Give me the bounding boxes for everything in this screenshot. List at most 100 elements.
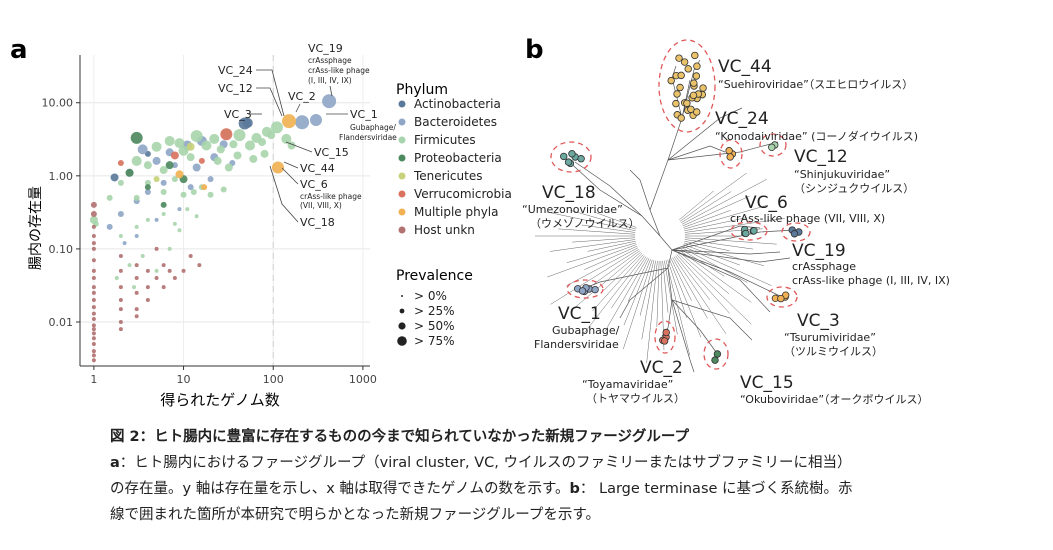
- tree-tip: [728, 150, 737, 158]
- tree-branch: [673, 256, 727, 334]
- tree-branch: [547, 244, 637, 278]
- data-point: [90, 211, 97, 218]
- tree-tip: [687, 105, 695, 113]
- tree-tip: [673, 90, 681, 98]
- legend-size-swatch: [398, 322, 406, 330]
- legend-swatch: [398, 190, 406, 198]
- data-point: [167, 268, 172, 273]
- legend-item-label: Actinobacteria: [414, 97, 501, 111]
- tree-tip: [677, 71, 685, 80]
- data-point: [209, 133, 220, 144]
- data-point: [197, 263, 202, 268]
- tree-tip: [571, 153, 579, 161]
- chart-points: [89, 94, 337, 363]
- caption-title: 図 2：ヒト腸内に豊富に存在するものの今まで知られていなかった新規ファージグルー…: [110, 429, 690, 445]
- data-point: [118, 327, 123, 332]
- tree-branch: [684, 218, 785, 233]
- tree-branch: [622, 259, 653, 350]
- callout-vc1-sub2: Flandersviridae: [339, 133, 397, 142]
- data-point: [271, 161, 284, 174]
- data-point: [152, 156, 161, 165]
- legend-swatch: [398, 208, 406, 216]
- callout-vc19-sub1: crAssphage: [308, 56, 352, 65]
- data-point: [153, 176, 160, 183]
- data-point: [177, 228, 182, 233]
- tree-tip-points: [560, 51, 803, 364]
- tree-label-vc44-sub: “Suehiroviridae”（スエヒロウイルス）: [718, 78, 913, 91]
- legend-size-label: > 25%: [414, 304, 455, 318]
- data-point: [91, 353, 96, 358]
- tree-branch: [646, 260, 658, 364]
- data-point: [164, 135, 175, 146]
- tree-tip: [771, 294, 780, 303]
- data-point: [233, 129, 246, 142]
- tree-branch: [681, 249, 725, 277]
- tree-tip: [577, 155, 585, 163]
- tree-label-vc19-sub1: crAssphage: [792, 260, 856, 273]
- tree-label-vc24-sub: “Konodaiviridae” (コーノダイウイルス): [715, 129, 918, 143]
- tree-branch: [667, 259, 687, 318]
- data-point: [91, 246, 96, 251]
- tree-branch: [611, 256, 647, 309]
- data-point: [178, 145, 189, 156]
- tree-branch: [660, 260, 665, 350]
- legend-item-label: Bacteroidetes: [414, 115, 497, 129]
- tree-label-vc3-sub1: “Tsurumiviridae”: [784, 331, 876, 344]
- tree-branch: [581, 224, 636, 233]
- data-point: [118, 297, 123, 302]
- data-point: [131, 155, 142, 166]
- tree-tip: [578, 287, 587, 295]
- data-point: [192, 163, 201, 172]
- tree-label-vc1-sub2: Flandersviridae: [534, 338, 619, 351]
- tree-tip: [677, 114, 685, 122]
- tree-tip: [771, 141, 779, 149]
- tree-tip: [690, 82, 698, 90]
- tree-tip: [566, 159, 575, 168]
- data-point: [145, 285, 150, 290]
- callout-vc6-sub2: (VII, VIII, X): [300, 201, 342, 210]
- data-point: [242, 117, 253, 128]
- data-point: [172, 275, 177, 280]
- tree-branch: [546, 211, 636, 232]
- legend-size-swatch: [397, 336, 407, 346]
- tree-label-vc2-sub2: （トヤマウイルス）: [586, 392, 685, 405]
- tree-branch: [570, 210, 637, 230]
- data-point: [91, 349, 96, 354]
- tree-label-vc15: VC_15: [740, 373, 794, 393]
- callout-vc19-sub3: (I, III, IV, IX): [308, 76, 352, 85]
- data-point: [91, 336, 96, 341]
- tree-leaf-fans: [535, 172, 785, 364]
- tree-tip: [742, 229, 750, 238]
- data-point: [186, 142, 195, 151]
- data-point: [224, 163, 233, 172]
- tree-tip: [750, 227, 758, 235]
- tree-branch: [683, 210, 731, 228]
- data-point: [118, 285, 123, 290]
- y-tick-label: 0.10: [49, 243, 74, 256]
- tree-branch: [677, 253, 752, 325]
- data-point: [177, 207, 182, 212]
- caption-line-2b: ： Large terminase に基づく系統樹。赤: [579, 481, 853, 497]
- data-point: [160, 179, 167, 186]
- panel-a-label: a: [10, 35, 28, 65]
- callout-vc15: VC_15: [314, 146, 349, 159]
- data-point: [110, 173, 119, 182]
- caption-line-2: の存在量。y 軸は存在量を示し、x 軸は取得できたゲノムの数を示す。b： Lar…: [110, 476, 1030, 502]
- tree-tip: [777, 294, 785, 303]
- tree-label-vc44: VC_44: [718, 57, 772, 77]
- y-tick-label: 1.00: [49, 170, 74, 183]
- data-point: [201, 140, 212, 151]
- legend-size-swatch: [399, 308, 405, 314]
- data-point: [91, 285, 96, 290]
- data-point: [281, 133, 292, 144]
- legend-size-swatch: [401, 295, 403, 297]
- x-tick-label: 10: [177, 373, 191, 386]
- data-point: [213, 156, 222, 165]
- tree-tip: [788, 226, 796, 234]
- tree-tip: [560, 152, 568, 161]
- data-point: [172, 221, 177, 226]
- tree-branch: [604, 257, 648, 332]
- callout-vc18: VC_18: [300, 216, 335, 229]
- tree-label-vc18: VC_18: [542, 183, 596, 203]
- data-point: [122, 241, 127, 246]
